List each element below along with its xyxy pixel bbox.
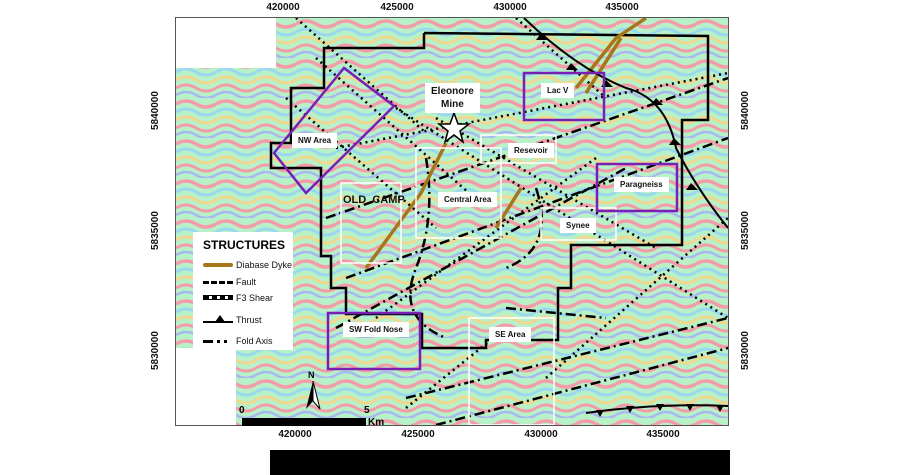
- structures-legend: STRUCTURES Diabase Dyke Fault F3 Shear T…: [193, 232, 293, 350]
- legend-label: Thrust: [236, 315, 262, 325]
- scale-unit-label: Km: [368, 417, 385, 428]
- label-old-camp: OLD CAMP: [343, 194, 405, 206]
- central-area-box: [415, 147, 502, 239]
- label-nw-area: NW Area: [292, 133, 338, 148]
- label-paragneiss: Paragneiss: [614, 177, 669, 192]
- label-central-area: Central Area: [438, 192, 498, 207]
- sw-fold-nose-box: [326, 311, 422, 371]
- legend-item-thrust: Thrust: [203, 315, 262, 325]
- y-tick-right-5840000: 5840000: [740, 91, 751, 130]
- nw-area-box: [272, 66, 396, 195]
- x-tick-bottom-430000: 430000: [524, 429, 558, 440]
- y-tick-left-5835000: 5835000: [150, 211, 161, 250]
- legend-item-diabase-dyke: Diabase Dyke: [203, 260, 292, 270]
- x-tick-bottom-435000: 435000: [646, 429, 680, 440]
- legend-item-fold-axis: Fold Axis: [203, 336, 273, 346]
- f3-shear-symbol-icon: [203, 294, 233, 302]
- lac-v-box: [522, 71, 606, 122]
- old-camp-box: [340, 182, 402, 264]
- map-frame: [175, 17, 729, 426]
- y-tick-right-5830000: 5830000: [740, 331, 751, 370]
- scale-start-label: 0: [239, 405, 245, 416]
- x-tick-bottom-425000: 425000: [401, 429, 435, 440]
- diabase-dyke-symbol-icon: [203, 261, 233, 269]
- fault-lines: [285, 18, 728, 409]
- fold-axis-symbol-icon: [203, 337, 233, 345]
- diabase-dyke-lines: [364, 18, 647, 270]
- y-tick-right-5835000: 5835000: [740, 211, 751, 250]
- y-tick-left-5830000: 5830000: [150, 331, 161, 370]
- fault-symbol-icon: [203, 278, 233, 286]
- x-tick-top-435000: 435000: [605, 2, 639, 13]
- label-eleonore-mine: Eleonore Mine: [425, 83, 480, 113]
- legend-label: F3 Shear: [236, 293, 274, 303]
- x-tick-top-430000: 430000: [493, 2, 527, 13]
- legend-label: Diabase Dyke: [236, 260, 293, 270]
- label-eleonore-mine-line1: Eleonore: [431, 86, 474, 97]
- purple-target-boxes: [272, 66, 679, 371]
- legend-item-f3-shear: F3 Shear: [203, 293, 273, 303]
- paragneiss-box: [595, 162, 679, 213]
- label-sw-fold-nose: SW Fold Nose: [343, 322, 409, 337]
- label-lac-v: Lac V: [541, 83, 575, 98]
- magnetic-survey-coverage: [176, 18, 728, 425]
- eleonore-mine-star-icon: [436, 110, 472, 144]
- scale-end-label: 5: [364, 405, 370, 416]
- thrust-lines: [523, 18, 728, 417]
- synee-box: [540, 207, 617, 241]
- se-area-box: [468, 317, 555, 425]
- north-arrow-icon: [306, 381, 321, 410]
- x-tick-bottom-420000: 420000: [278, 429, 312, 440]
- label-resevoir: Resevoir: [508, 143, 554, 158]
- x-tick-top-425000: 425000: [380, 2, 414, 13]
- legend-item-fault: Fault: [203, 277, 256, 287]
- resevoir-box: [480, 134, 557, 164]
- legend-label: Fold Axis: [236, 336, 273, 346]
- label-eleonore-mine-line2: Mine: [441, 99, 464, 110]
- fold-axis-lines: [325, 76, 728, 425]
- legend-title: STRUCTURES: [203, 238, 286, 252]
- north-arrow: N: [303, 370, 323, 410]
- legend-label: Fault: [236, 277, 257, 287]
- geology-map: [176, 18, 728, 425]
- bottom-black-bar: [270, 450, 730, 475]
- area-boxes: [340, 134, 617, 425]
- thrust-symbol-icon: [203, 315, 233, 324]
- label-se-area: SE Area: [489, 327, 532, 342]
- scale-bar-graphic: [242, 418, 366, 426]
- label-synee: Synee: [560, 218, 596, 233]
- y-tick-left-5840000: 5840000: [150, 91, 161, 130]
- x-tick-top-420000: 420000: [266, 2, 300, 13]
- north-label: N: [308, 370, 315, 380]
